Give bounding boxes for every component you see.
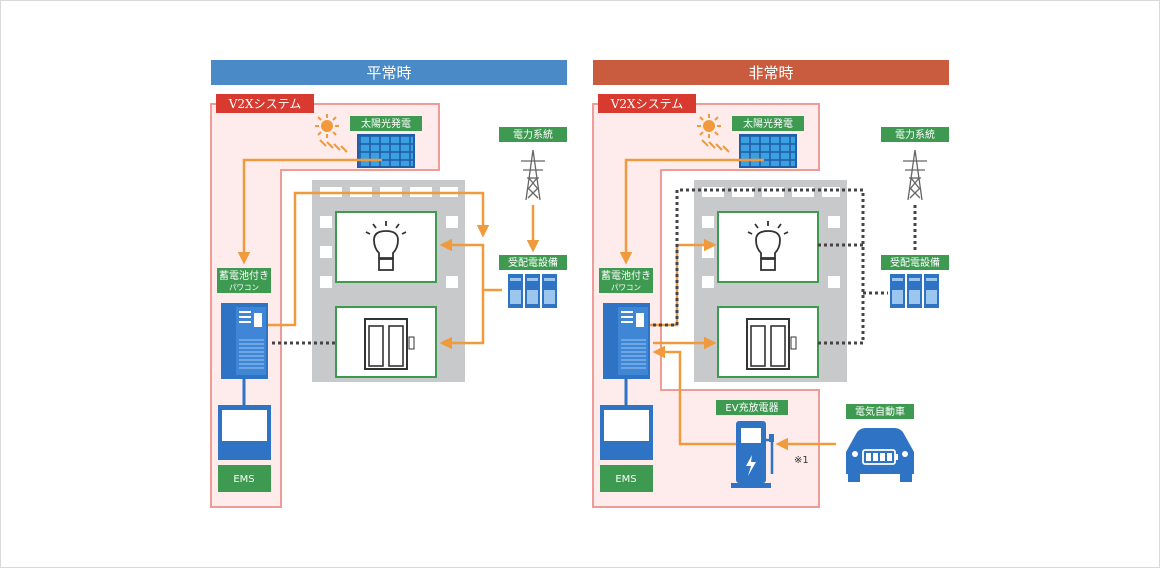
elevator-icon bbox=[746, 318, 797, 370]
solar-tag bbox=[350, 116, 422, 131]
ems-tag-emergency bbox=[600, 465, 653, 492]
pcs-label-line1-emergency: 蓄電池付き bbox=[601, 269, 651, 282]
ems-label: EMS bbox=[233, 474, 254, 485]
ems-label-emergency: EMS bbox=[615, 474, 636, 485]
substation-icon bbox=[890, 274, 939, 308]
solar-panel-icon bbox=[739, 134, 797, 168]
ev-tag bbox=[846, 404, 914, 419]
transmission-tower-icon bbox=[521, 149, 545, 201]
grid-label-emergency: 電力系統 bbox=[895, 128, 935, 141]
substation-tag-emergency bbox=[881, 255, 949, 270]
grid-tag-emergency bbox=[881, 127, 949, 142]
substation-label-emergency: 受配電設備 bbox=[890, 256, 940, 269]
ev-charger-label: EV充放電器 bbox=[725, 401, 778, 414]
solar-label: 太陽光発電 bbox=[361, 117, 411, 130]
electric-car-icon bbox=[846, 428, 914, 482]
ems-tag bbox=[218, 465, 271, 492]
panel-title-emergency: 非常時 bbox=[748, 64, 793, 82]
power-conditioner-icon bbox=[603, 303, 650, 379]
pcs-label-line2-emergency: パワコン bbox=[611, 283, 641, 292]
pcs-label-line1: 蓄電池付き bbox=[219, 269, 269, 282]
pcs-label-line2: パワコン bbox=[229, 283, 259, 292]
grid-tag bbox=[499, 127, 567, 142]
pcs-tag bbox=[217, 268, 271, 293]
power-conditioner-icon bbox=[221, 303, 268, 379]
ev-charger-icon bbox=[731, 421, 774, 488]
panel-title-normal: 平常時 bbox=[366, 64, 411, 82]
substation-icon bbox=[508, 274, 557, 308]
power-flows-emergency bbox=[619, 158, 836, 451]
pcs-tag-emergency bbox=[599, 268, 653, 293]
panel-header-normal bbox=[211, 60, 567, 85]
ems-monitor-icon bbox=[600, 405, 653, 460]
panel-normal: 平常時 V2Xシステム 太陽光発電 bbox=[210, 60, 567, 508]
solar-panel-icon bbox=[357, 134, 415, 168]
grid-label: 電力系統 bbox=[513, 128, 553, 141]
ev-label: 電気自動車 bbox=[855, 405, 905, 418]
lightbulb-icon bbox=[365, 221, 407, 271]
data-links-emergency bbox=[653, 188, 917, 345]
v2x-system-tag bbox=[216, 94, 314, 113]
solar-tag-emergency bbox=[732, 116, 804, 131]
sun-icon bbox=[697, 114, 730, 153]
transmission-tower-icon bbox=[903, 149, 927, 201]
sun-icon bbox=[315, 114, 348, 153]
lightbulb-icon bbox=[747, 221, 789, 271]
ems-monitor-icon bbox=[218, 405, 271, 460]
power-flows-normal bbox=[237, 158, 540, 350]
solar-label-emergency: 太陽光発電 bbox=[743, 117, 793, 130]
elevator-icon bbox=[364, 318, 415, 370]
panel-header-emergency bbox=[593, 60, 949, 85]
note-mark: ※1 bbox=[794, 455, 809, 466]
substation-label: 受配電設備 bbox=[508, 256, 558, 269]
panel-emergency: 非常時 V2Xシステム 太陽光発電 bbox=[592, 60, 949, 508]
ev-charger-tag bbox=[716, 400, 788, 415]
v2x-system-tag-emergency bbox=[598, 94, 696, 113]
substation-tag bbox=[499, 255, 567, 270]
v2x-system-label: V2Xシステム bbox=[228, 97, 301, 111]
v2x-system-label-emergency: V2Xシステム bbox=[610, 97, 683, 111]
